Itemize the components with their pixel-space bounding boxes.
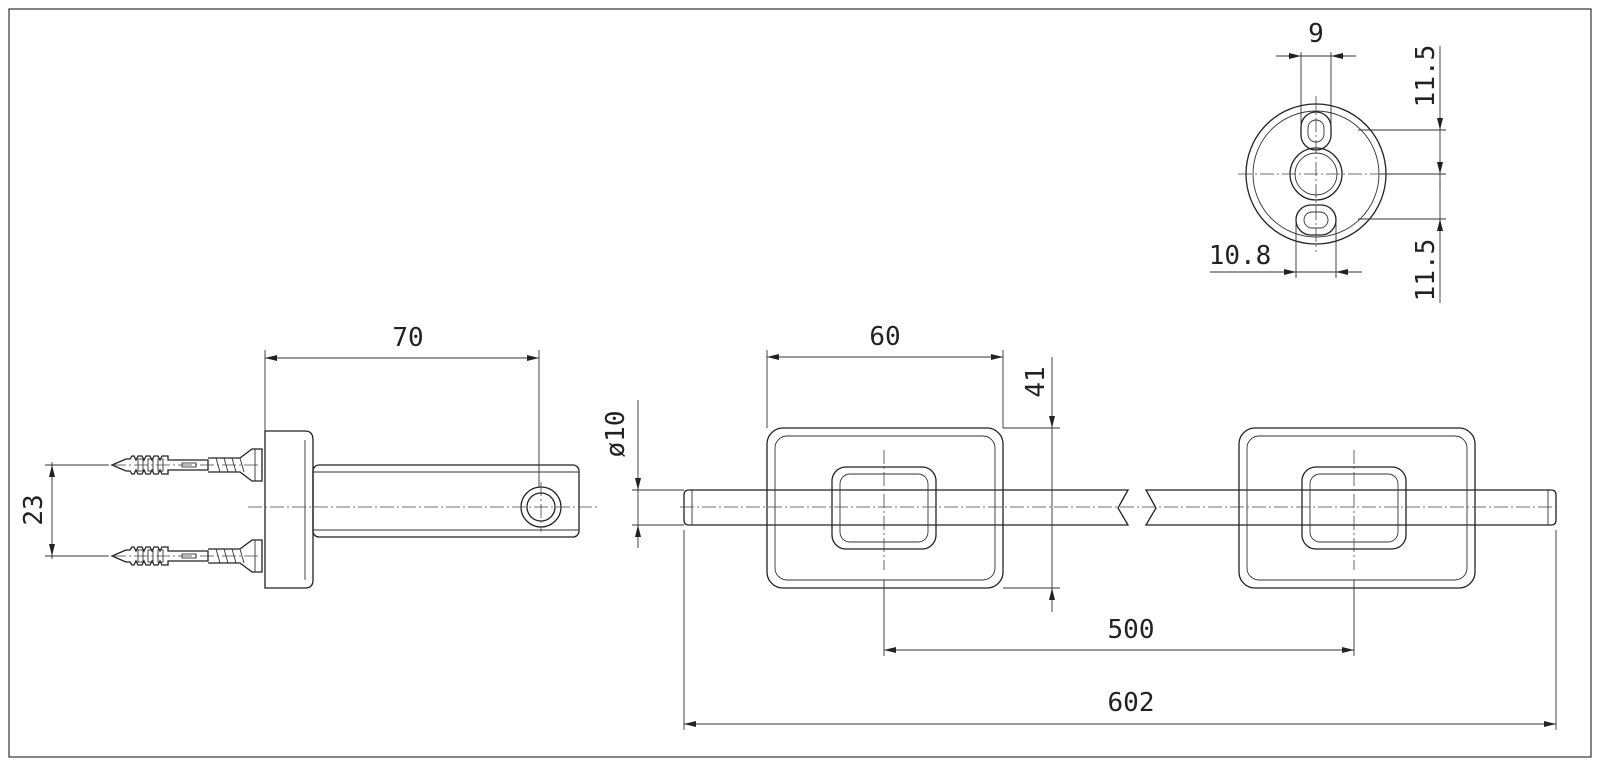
dim-hole-offset-lower: 11.5 bbox=[1411, 239, 1441, 302]
mount-right bbox=[1238, 427, 1476, 589]
end-view: 9 11.5 11.5 10.8 bbox=[1209, 19, 1446, 303]
dim-mount-height: 41 bbox=[1021, 366, 1051, 397]
dim-mount-centers: 500 bbox=[1108, 615, 1155, 645]
dim-overall-length: 602 bbox=[1108, 688, 1155, 718]
dim-hole-spacing: 9 bbox=[1308, 19, 1324, 49]
dim-rod-diameter: ø10 bbox=[601, 411, 631, 458]
drawing-border bbox=[8, 8, 1592, 758]
dim-hole-offset-upper: 11.5 bbox=[1411, 45, 1441, 108]
side-view: 70 23 bbox=[19, 323, 600, 589]
dim-hole-width: 10.8 bbox=[1209, 241, 1272, 271]
dim-anchor-spacing: 23 bbox=[19, 494, 49, 525]
dim-mount-width: 60 bbox=[869, 322, 900, 352]
dim-side-length: 70 bbox=[392, 323, 423, 353]
mount-left bbox=[766, 427, 1004, 589]
front-view: ø10 60 41 500 602 bbox=[601, 322, 1560, 730]
